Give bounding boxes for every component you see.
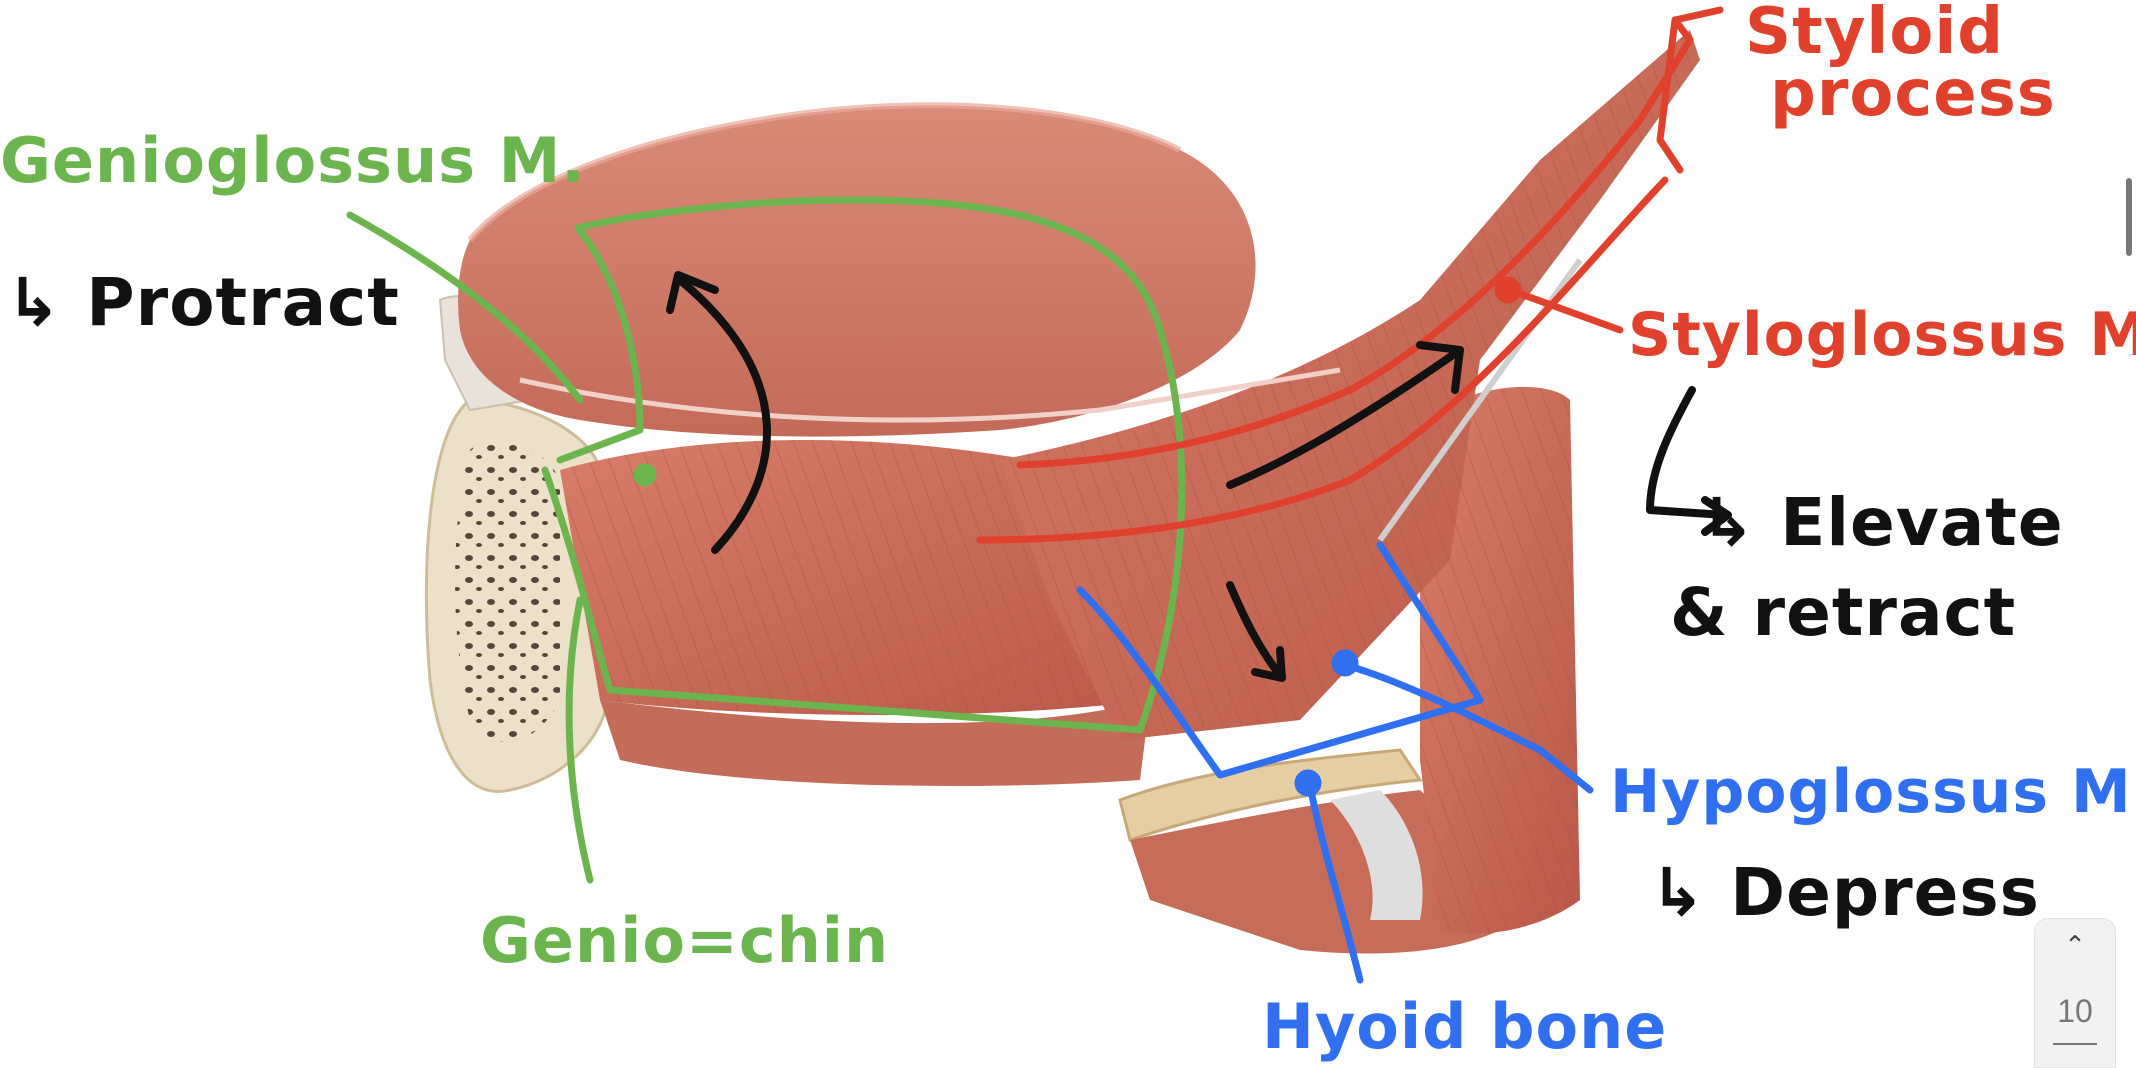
hypoglossus-outline bbox=[1076, 541, 1594, 984]
styloglossus-outline bbox=[976, 6, 1724, 544]
depress-label: ↳ Depress bbox=[1650, 854, 2040, 931]
process-label: process bbox=[1770, 57, 2056, 131]
page-indicator: ⌃ 10 bbox=[2034, 918, 2116, 1068]
elevate-label: ↳ Elevate bbox=[1700, 484, 2064, 561]
protract-label: ↳ Protract bbox=[6, 264, 400, 341]
chevron-up-icon[interactable]: ⌃ bbox=[2064, 931, 2086, 961]
vertical-scrollbar[interactable] bbox=[2126, 178, 2132, 256]
hyoid-bone-label: Hyoid bone bbox=[1262, 990, 1668, 1063]
genioglossus-outline bbox=[346, 196, 1186, 884]
action-arrows bbox=[666, 271, 1732, 682]
genioglossus-label: Genioglossus M. bbox=[0, 124, 586, 197]
tongue bbox=[458, 102, 1341, 437]
styloglossus-label: Styloglossus M. bbox=[1628, 300, 2136, 370]
hypoglossus-label: Hypoglossus M. bbox=[1610, 757, 2136, 827]
genio-chin-label: Genio=chin bbox=[480, 904, 890, 977]
and-retract-label: & retract bbox=[1670, 574, 2017, 651]
hyoid-region bbox=[1118, 386, 1580, 954]
page-number: 10 bbox=[2057, 993, 2093, 1029]
styloid-label: Styloid bbox=[1745, 0, 2005, 69]
page-divider bbox=[2053, 1043, 2097, 1045]
